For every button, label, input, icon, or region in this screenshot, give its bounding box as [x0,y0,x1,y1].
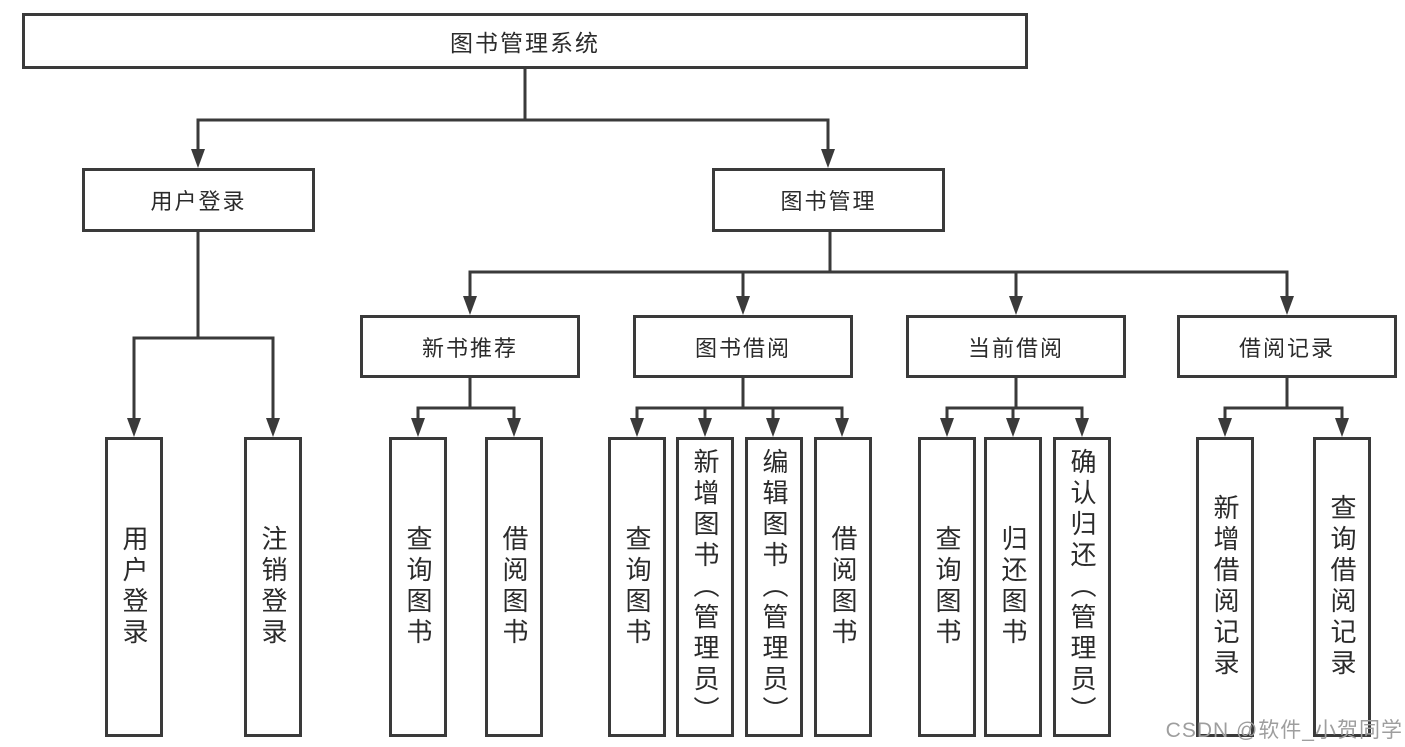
node-query-books-current: 查询图书 [918,437,976,737]
node-label: 当前借阅 [967,335,1064,361]
node-borrow-records: 借阅记录 [1177,315,1397,378]
node-borrow-books-leaf: 借阅图书 [814,437,872,737]
watermark-text: CSDN @软件_小贺同学 [1165,719,1403,742]
node-label: 图书借阅 [694,335,791,361]
node-query-books-borrow: 查询图书 [608,437,666,737]
node-label: 图书管理系统 [450,30,600,56]
node-logout: 注销登录 [244,437,302,737]
node-label: 借阅记录 [1238,335,1335,361]
node-query-borrow-record: 查询借阅记录 [1313,437,1371,737]
node-label: 注销登录 [258,525,288,649]
node-add-book-admin: 新增图书（管理员） [676,437,734,737]
node-label: 借阅图书 [828,525,858,649]
node-label: 新书推荐 [421,335,518,361]
node-edit-book-admin: 编辑图书（管理员） [745,437,803,737]
node-label: 查询图书 [932,525,962,649]
node-label: 新增借阅记录 [1210,494,1240,680]
node-label: 归还图书 [998,525,1028,649]
node-current-borrow: 当前借阅 [906,315,1126,378]
node-book-borrow: 图书借阅 [633,315,853,378]
node-add-borrow-record: 新增借阅记录 [1196,437,1254,737]
node-query-books-recommend: 查询图书 [389,437,447,737]
node-label: 图书管理 [780,189,877,214]
node-confirm-return-admin: 确认归还（管理员） [1053,437,1111,737]
node-label: 查询借阅记录 [1327,494,1357,680]
node-label: 查询图书 [622,525,652,649]
node-label: 确认归还（管理员） [1067,447,1097,727]
node-borrow-books-recommend: 借阅图书 [485,437,543,737]
node-label: 新增图书（管理员） [690,447,720,727]
node-return-book: 归还图书 [984,437,1042,737]
node-user-login: 用户登录 [82,168,315,232]
node-new-book-recommend: 新书推荐 [360,315,580,378]
node-book-management: 图书管理 [712,168,945,232]
node-label: 用户登录 [150,189,247,214]
node-library-management-system: 图书管理系统 [22,13,1028,69]
node-label: 查询图书 [403,525,433,649]
node-label: 借阅图书 [499,525,529,649]
node-user-login-leaf: 用户登录 [105,437,163,737]
node-label: 用户登录 [119,525,149,649]
node-label: 编辑图书（管理员） [759,447,789,727]
